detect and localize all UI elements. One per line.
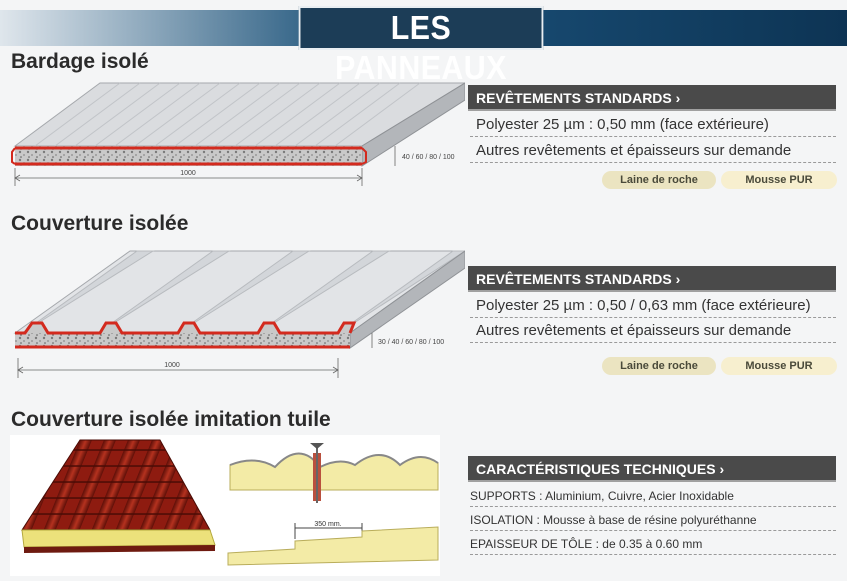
tuile-illustration: 350 mm. — [10, 435, 440, 576]
badge-laine-de-roche: Laine de roche — [602, 357, 716, 375]
tuile-spec-row: SUPPORTS : Aluminium, Cuivre, Acier Inox… — [470, 485, 836, 507]
couverture-spec-row: Polyester 25 µm : 0,50 / 0,63 mm (face e… — [470, 294, 836, 318]
tuile-roof-image — [21, 439, 216, 553]
bardage-width-label: 1000 — [180, 170, 196, 177]
couverture-thickness-label: 30 / 40 / 60 / 80 / 100 — [378, 339, 444, 346]
couverture-width-label: 1000 — [164, 362, 180, 369]
bardage-spec-header: REVÊTEMENTS STANDARDS › — [468, 85, 836, 111]
tuile-spec-row: ISOLATION : Mousse à base de résine poly… — [470, 509, 836, 531]
page-title: LES PANNEAUX — [298, 6, 544, 86]
bardage-spec-row: Autres revêtements et épaisseurs sur dem… — [470, 139, 836, 163]
couverture-spec-row: Autres revêtements et épaisseurs sur dem… — [470, 319, 836, 343]
bardage-panel-drawing: 1000 40 / 60 / 80 / 100 — [11, 82, 465, 186]
badge-mousse-pur: Mousse PUR — [721, 171, 837, 189]
tuile-profile-drawing: 350 mm. — [227, 443, 439, 566]
section-title-bardage: Bardage isolé — [11, 50, 149, 73]
tuile-spec-row: EPAISSEUR DE TÔLE : de 0.35 à 0.60 mm — [470, 533, 836, 555]
couverture-panel-drawing: 1000 30 / 40 / 60 / 80 / 100 — [13, 250, 465, 378]
badge-mousse-pur: Mousse PUR — [721, 357, 837, 375]
couverture-spec-header: REVÊTEMENTS STANDARDS › — [468, 266, 836, 292]
section-title-tuile: Couverture isolée imitation tuile — [11, 408, 331, 431]
tuile-spec-header: CARACTÉRISTIQUES TECHNIQUES › — [468, 456, 836, 482]
tuile-spacing-label: 350 mm. — [314, 521, 341, 528]
section-title-couverture: Couverture isolée — [11, 212, 189, 235]
bardage-spec-row: Polyester 25 µm : 0,50 mm (face extérieu… — [470, 113, 836, 137]
badge-laine-de-roche: Laine de roche — [602, 171, 716, 189]
bardage-thickness-label: 40 / 60 / 80 / 100 — [402, 154, 455, 161]
